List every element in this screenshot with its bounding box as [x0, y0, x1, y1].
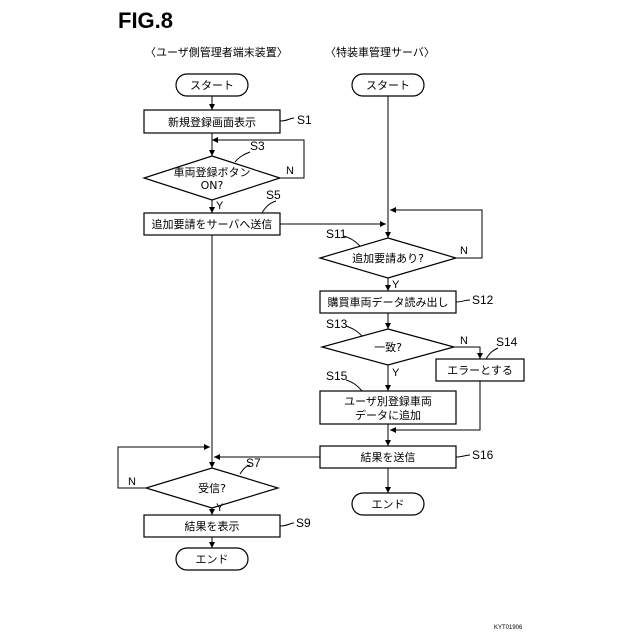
- s14-leader: [486, 348, 498, 359]
- s7-yes-label: Y: [216, 502, 224, 514]
- s13-no-connector: [454, 347, 480, 359]
- s13-label: S13: [326, 317, 348, 331]
- s5-leader: [262, 201, 276, 213]
- s12-leader: [456, 300, 470, 302]
- s11-yes-label: Y: [392, 279, 400, 291]
- s7-no-label: N: [128, 476, 136, 488]
- lane-title-left: 〈ユーザ側管理者端末装置〉: [145, 45, 288, 59]
- s7-label: S7: [246, 456, 261, 470]
- s9-leader: [280, 523, 294, 526]
- s15-leader: [346, 380, 362, 391]
- s1-text: 新規登録画面表示: [168, 115, 256, 129]
- s5-label: S5: [266, 188, 281, 202]
- s16-label: S16: [472, 448, 494, 462]
- s13-text: 一致?: [374, 340, 402, 354]
- s14-text: エラーとする: [447, 364, 513, 377]
- s11-text: 追加要請あり?: [352, 251, 424, 265]
- left-start-text: スタート: [190, 79, 234, 92]
- s5-text: 追加要請をサーバへ送信: [152, 217, 273, 231]
- s13-yes-label: Y: [392, 367, 400, 379]
- s3-text-line1: 車両登録ボタン: [174, 165, 251, 179]
- s12-label: S12: [472, 293, 494, 307]
- footer-code: KYT01906: [494, 625, 523, 631]
- s15-text-line2: データに追加: [355, 408, 421, 422]
- s3-text-line2: ON?: [201, 179, 224, 192]
- s15-label: S15: [326, 369, 348, 383]
- right-end-text: エンド: [372, 498, 405, 511]
- s3-label: S3: [250, 139, 265, 153]
- s11-no-label: N: [460, 245, 468, 257]
- s3-no-label: N: [286, 165, 294, 177]
- s12-text: 購買車両データ読み出し: [328, 295, 449, 309]
- s13-leader: [346, 326, 362, 336]
- s9-label: S9: [296, 516, 311, 530]
- s1-leader: [280, 118, 294, 121]
- s15-text-line1: ユーザ別登録車両: [344, 394, 432, 408]
- s14-label: S14: [496, 335, 518, 349]
- s3-yes-label: Y: [216, 200, 224, 212]
- s7-text: 受信?: [198, 482, 226, 495]
- s9-text: 結果を表示: [185, 519, 240, 533]
- left-end-text: エンド: [196, 553, 229, 566]
- lane-title-right: 〈特装車管理サーバ〉: [325, 45, 435, 59]
- s13-no-label: N: [460, 335, 468, 347]
- s11-label: S11: [326, 227, 347, 241]
- right-start-text: スタート: [366, 79, 410, 92]
- s1-label: S1: [297, 113, 312, 127]
- s16-leader: [456, 455, 470, 457]
- figure-title: FIG.8: [118, 8, 173, 33]
- s16-text: 結果を送信: [361, 450, 416, 464]
- s3-leader: [235, 152, 250, 162]
